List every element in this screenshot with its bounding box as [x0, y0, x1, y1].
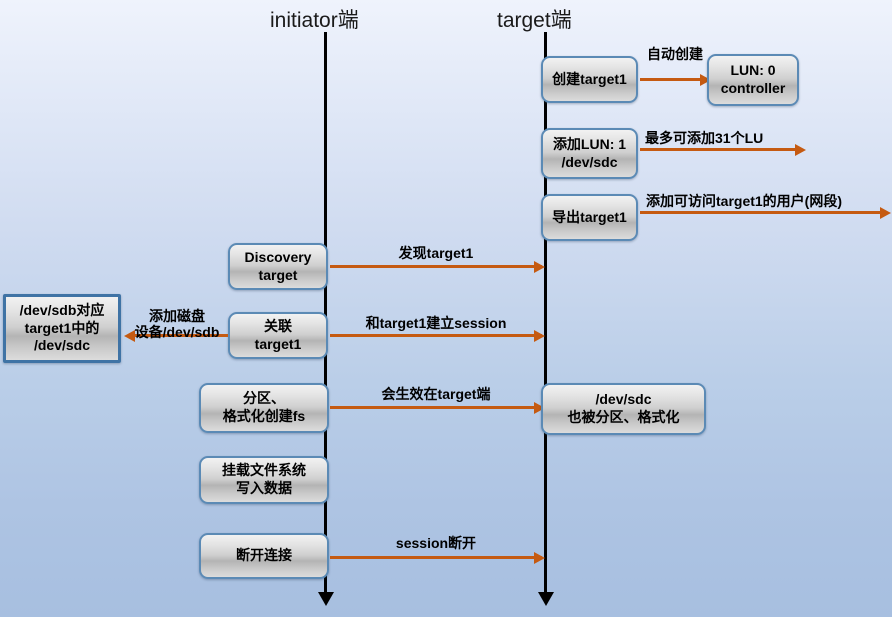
node-mount-write[interactable]: 挂载文件系统 写入数据 [199, 456, 329, 504]
node-disconnect-line1: 断开连接 [236, 547, 292, 564]
message-label-add-allowed-users: 添加可访问target1的用户(网段) [646, 193, 843, 209]
arrow-add-disk-device [128, 334, 228, 337]
lifeline-title-target: target端 [497, 9, 572, 32]
lifeline-target-arrowhead [538, 592, 554, 606]
node-target-sdc-result-line2: 也被分区、格式化 [567, 409, 680, 425]
node-associate-target1-line1: 关联 [264, 317, 292, 334]
node-associate-target1[interactable]: 关联 target1 [228, 312, 328, 359]
node-disconnect[interactable]: 断开连接 [199, 533, 329, 579]
arrow-discover-target1-head [534, 261, 545, 273]
node-discovery-target[interactable]: Discovery target [228, 243, 328, 290]
node-partition-format-line1: 分区、 [243, 390, 285, 407]
node-discovery-target-line1: Discovery [244, 248, 312, 265]
node-sdb-mapping-line1: /dev/sdb对应 [19, 301, 105, 318]
node-sdb-mapping[interactable]: /dev/sdb对应 target1中的 /dev/sdc [3, 294, 121, 363]
node-create-target1-line1: 创建target1 [552, 70, 627, 87]
arrow-session-disconnect [330, 556, 542, 559]
arrow-max-31-lu-head [795, 144, 806, 156]
arrow-effective-on-target-head [534, 402, 545, 414]
lifeline-initiator [324, 32, 327, 594]
message-label-discover-target1: 发现target1 [398, 245, 474, 261]
node-add-lun1-line1: 添加LUN: 1 [552, 135, 627, 152]
node-create-target1[interactable]: 创建target1 [541, 56, 638, 103]
arrow-max-31-lu [640, 148, 800, 151]
node-target-sdc-result[interactable]: /dev/sdc 也被分区、格式化 [541, 383, 706, 435]
node-partition-format-line2: 格式化创建fs [222, 408, 306, 424]
node-add-lun1-line2: /dev/sdc [561, 153, 618, 170]
node-sdb-mapping-line2: target1中的 [24, 319, 100, 336]
message-label-add-disk-device: 添加磁盘 设备/dev/sdb [124, 308, 230, 340]
node-lun0-controller-line1: LUN: 0 [730, 62, 776, 79]
node-target-sdc-result-line1: /dev/sdc [595, 391, 652, 408]
lifeline-target [544, 32, 547, 594]
node-lun0-controller-line2: controller [720, 80, 786, 96]
node-export-target1[interactable]: 导出target1 [541, 194, 638, 241]
node-mount-write-line1: 挂载文件系统 [222, 462, 306, 479]
arrow-add-allowed-users-head [880, 207, 891, 219]
message-label-max-31-lu: 最多可添加31个LU [645, 130, 764, 146]
message-label-establish-session: 和target1建立session [365, 315, 507, 331]
arrow-session-disconnect-head [534, 552, 545, 564]
arrow-add-disk-device-head [124, 330, 135, 342]
node-mount-write-line2: 写入数据 [236, 480, 292, 496]
arrow-auto-create [640, 78, 705, 81]
lifeline-title-initiator: initiator端 [270, 9, 359, 32]
message-label-auto-create: 自动创建 [647, 46, 703, 62]
node-export-target1-line1: 导出target1 [552, 208, 627, 225]
message-label-effective-on-target: 会生效在target端 [381, 386, 491, 402]
lifeline-initiator-arrowhead [318, 592, 334, 606]
node-associate-target1-line2: target1 [254, 335, 302, 352]
node-sdb-mapping-line3: /dev/sdc [33, 337, 91, 354]
message-label-add-disk-device-line1: 添加磁盘 [149, 308, 205, 324]
arrow-establish-session-head [534, 330, 545, 342]
arrow-effective-on-target [330, 406, 540, 409]
node-partition-format[interactable]: 分区、 格式化创建fs [199, 383, 329, 433]
arrow-discover-target1 [330, 265, 542, 268]
message-label-add-disk-device-line2: 设备/dev/sdb [134, 324, 220, 341]
message-label-session-disconnect: session断开 [395, 535, 477, 551]
arrow-auto-create-head [700, 74, 711, 86]
arrow-add-allowed-users [640, 211, 884, 214]
node-add-lun1[interactable]: 添加LUN: 1 /dev/sdc [541, 128, 638, 179]
arrow-establish-session [330, 334, 542, 337]
node-lun0-controller[interactable]: LUN: 0 controller [707, 54, 799, 106]
node-discovery-target-line2: target [258, 266, 298, 283]
